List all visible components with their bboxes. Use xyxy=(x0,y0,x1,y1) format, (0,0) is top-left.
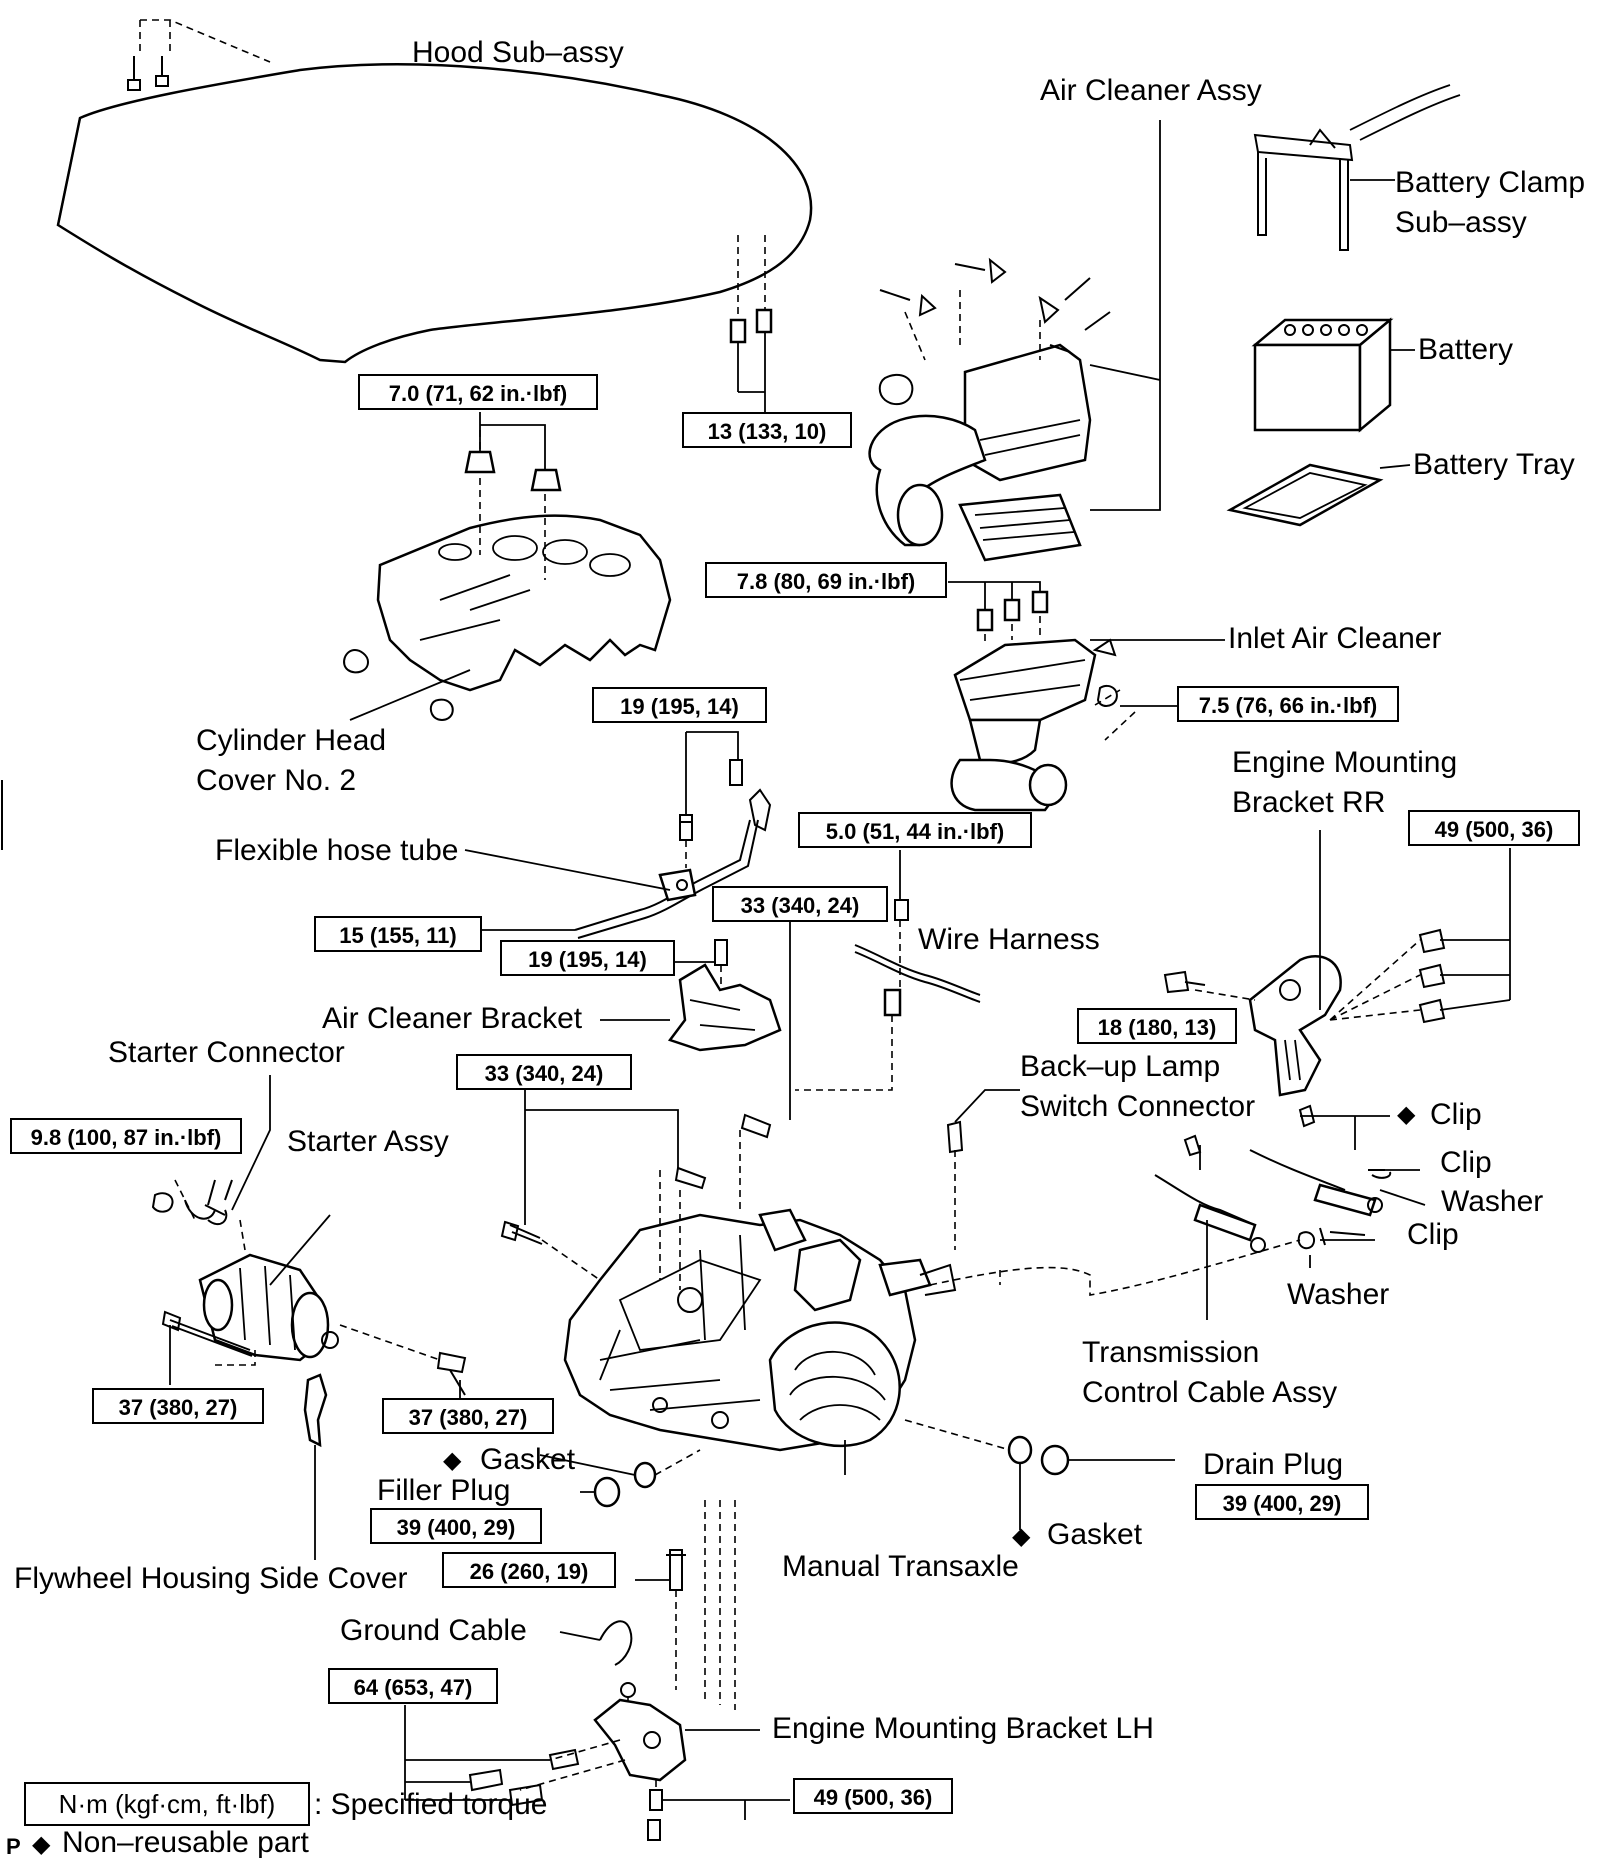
air-cleaner-assy-part xyxy=(868,120,1161,562)
starter-connector-part xyxy=(151,1075,271,1251)
label-trans-cable-2: Control Cable Assy xyxy=(1082,1376,1338,1409)
label-cyl-head-cover-1: Cylinder Head xyxy=(196,724,387,757)
legend-nonreusable: Non–reusable part xyxy=(62,1826,309,1859)
label-gasket-left: Gasket xyxy=(480,1443,576,1476)
torque-starter-right: 37 (380, 27) xyxy=(382,1398,554,1434)
label-air-cleaner-assy: Air Cleaner Assy xyxy=(1040,74,1262,107)
label-wire-harness: Wire Harness xyxy=(918,923,1100,956)
starter-bolts xyxy=(161,1310,467,1405)
battery-part xyxy=(1251,317,1415,433)
label-air-cleaner-bracket: Air Cleaner Bracket xyxy=(322,1002,583,1035)
label-battery: Battery xyxy=(1418,333,1514,366)
mount-rr-bolts xyxy=(1163,848,1511,1024)
label-hood: Hood Sub–assy xyxy=(412,36,624,69)
backup-lamp-connector-part xyxy=(946,1089,1020,1250)
label-flywheel-cover: Flywheel Housing Side Cover xyxy=(14,1562,408,1595)
legend-marker: P xyxy=(6,1834,21,1859)
torque-wire-harness: 5.0 (51, 44 in.·lbf) xyxy=(798,812,1032,848)
label-inlet-air-cleaner: Inlet Air Cleaner xyxy=(1228,622,1442,655)
label-manual-transaxle: Manual Transaxle xyxy=(782,1550,1019,1583)
inlet-bolts xyxy=(948,581,1180,707)
hose-bolts xyxy=(679,731,743,868)
label-engine-mount-rr-1: Engine Mounting xyxy=(1232,746,1458,779)
air-cleaner-bracket-part xyxy=(600,939,782,1052)
gasket-right-marker: ◆ xyxy=(1012,1523,1031,1550)
torque-mount-lh-left: 64 (653, 47) xyxy=(328,1668,498,1704)
label-engine-mount-lh: Engine Mounting Bracket LH xyxy=(772,1712,1154,1745)
torque-inlet-top: 7.8 (80, 69 in.·lbf) xyxy=(705,562,947,598)
label-washer-low: Washer xyxy=(1287,1278,1390,1311)
label-backup-lamp-1: Back–up Lamp xyxy=(1020,1050,1221,1083)
engine-mount-rr-part xyxy=(1194,830,1421,1097)
label-filler-plug: Filler Plug xyxy=(377,1474,511,1507)
flywheel-cover-part xyxy=(303,1373,328,1560)
hood-part xyxy=(56,19,813,364)
label-engine-mount-rr-2: Bracket RR xyxy=(1232,786,1386,819)
label-backup-lamp-2: Switch Connector xyxy=(1020,1090,1256,1123)
label-battery-clamp-1: Battery Clamp xyxy=(1395,166,1586,199)
torque-hose-top: 19 (195, 14) xyxy=(592,687,767,723)
wire-harness-part xyxy=(795,850,981,1091)
torque-mount-rr-lower: 18 (180, 13) xyxy=(1077,1008,1237,1044)
engine-mount-lh-part xyxy=(404,1500,790,1841)
label-clip-mid: Clip xyxy=(1440,1146,1492,1179)
label-trans-cable-1: Transmission xyxy=(1082,1336,1260,1369)
legend-torque-desc: : Specified torque xyxy=(314,1788,548,1821)
cylinder-head-cover-part xyxy=(343,430,672,721)
label-starter-assy: Starter Assy xyxy=(287,1125,449,1158)
label-washer-right: Washer xyxy=(1441,1185,1544,1218)
starter-assy-part xyxy=(198,1214,339,1362)
torque-inlet-side: 7.5 (76, 66 in.·lbf) xyxy=(1177,686,1399,722)
label-battery-clamp-2: Sub–assy xyxy=(1395,206,1527,239)
gasket-left-marker: ◆ xyxy=(443,1447,462,1474)
inlet-air-cleaner-part xyxy=(950,592,1225,812)
transmission-cable-part xyxy=(929,1104,1426,1320)
torque-bracket-mid: 33 (340, 24) xyxy=(712,886,888,922)
label-starter-connector: Starter Connector xyxy=(108,1036,345,1069)
clip-top-marker: ◆ xyxy=(1397,1101,1416,1128)
manual-transaxle-part xyxy=(563,1208,957,1475)
torque-mount-rr-upper: 49 (500, 36) xyxy=(1408,810,1580,846)
label-clip-top: Clip xyxy=(1430,1098,1482,1131)
label-clip-low: Clip xyxy=(1407,1218,1459,1251)
label-flexible-hose: Flexible hose tube xyxy=(215,834,459,867)
filler-plug-part xyxy=(539,1449,701,1508)
flexible-hose-part xyxy=(464,788,772,939)
hood-top-bolts xyxy=(127,56,169,91)
label-gasket-right: Gasket xyxy=(1047,1518,1143,1551)
cover-nuts xyxy=(464,412,562,492)
torque-hose-left: 15 (155, 11) xyxy=(314,916,482,952)
transaxle-bolts xyxy=(500,905,791,1290)
torque-drain-plug: 39 (400, 29) xyxy=(1195,1484,1369,1520)
torque-ground-cable: 26 (260, 19) xyxy=(442,1552,616,1588)
label-drain-plug: Drain Plug xyxy=(1203,1448,1344,1481)
torque-mount-lh-bottom: 49 (500, 36) xyxy=(793,1778,953,1814)
torque-filler-plug: 39 (400, 29) xyxy=(370,1508,542,1544)
battery-clamp-part xyxy=(1253,84,1461,251)
drain-plug-part xyxy=(904,1419,1175,1530)
label-ground-cable: Ground Cable xyxy=(340,1614,527,1647)
torque-hood-bolts: 13 (133, 10) xyxy=(682,412,852,448)
legend-diamond: ◆ xyxy=(32,1831,51,1858)
label-battery-tray: Battery Tray xyxy=(1413,448,1575,481)
torque-bracket-bolt: 19 (195, 14) xyxy=(500,940,675,976)
torque-starter-nut: 9.8 (100, 87 in.·lbf) xyxy=(10,1118,242,1154)
torque-starter-left: 37 (380, 27) xyxy=(92,1388,264,1424)
hood-lower-bolts xyxy=(729,308,773,412)
legend-torque-box: N·m (kgf·cm, ft·lbf) xyxy=(24,1782,310,1826)
torque-transaxle-left: 33 (340, 24) xyxy=(456,1054,632,1090)
battery-tray-part xyxy=(1226,463,1411,527)
label-cyl-head-cover-2: Cover No. 2 xyxy=(196,764,357,797)
torque-hood-cover-nuts: 7.0 (71, 62 in.·lbf) xyxy=(358,374,598,410)
